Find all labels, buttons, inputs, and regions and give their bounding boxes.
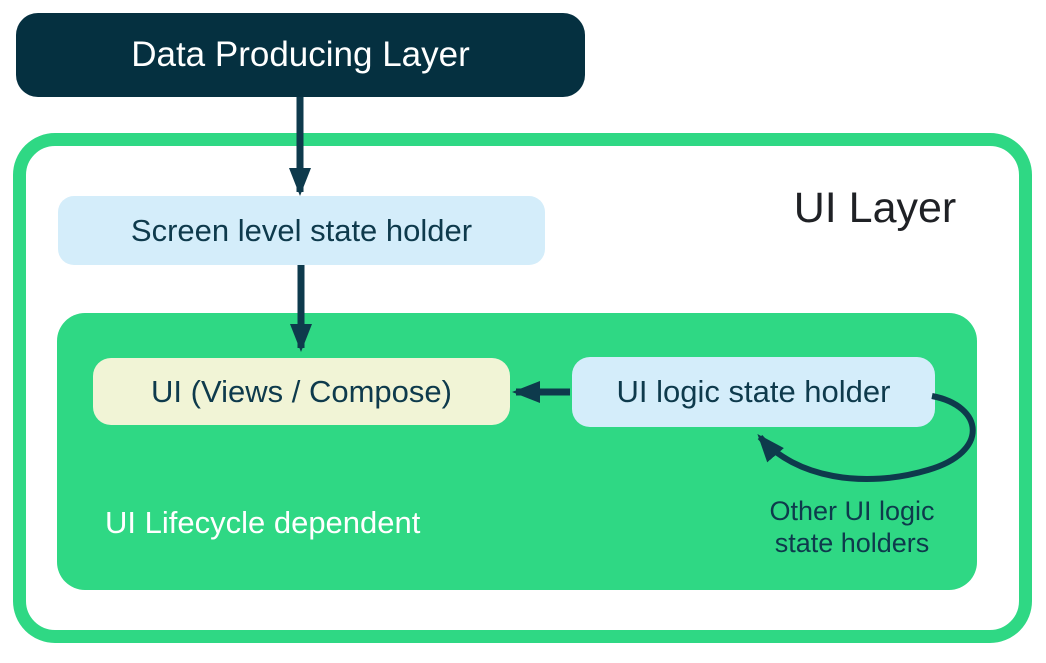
other-ui-logic-state-holders-label: Other UI logic state holders <box>742 495 962 559</box>
node-ui-views-compose-label: UI (Views / Compose) <box>151 373 452 409</box>
ui-layer-title: UI Layer <box>793 184 957 232</box>
node-ui-logic-state-holder: UI logic state holder <box>572 357 935 427</box>
ui-lifecycle-dependent-label: UI Lifecycle dependent <box>105 505 421 540</box>
node-ui-views-compose: UI (Views / Compose) <box>93 358 510 425</box>
node-data-producing-layer-label: Data Producing Layer <box>131 35 470 74</box>
node-data-producing-layer: Data Producing Layer <box>16 13 585 97</box>
other-ui-logic-label-line2: state holders <box>774 528 930 558</box>
node-screen-level-state-holder-label: Screen level state holder <box>130 212 473 248</box>
node-ui-logic-state-holder-label: UI logic state holder <box>616 374 891 409</box>
node-screen-level-state-holder: Screen level state holder <box>58 196 545 265</box>
other-ui-logic-label-line1: Other UI logic <box>769 496 935 526</box>
